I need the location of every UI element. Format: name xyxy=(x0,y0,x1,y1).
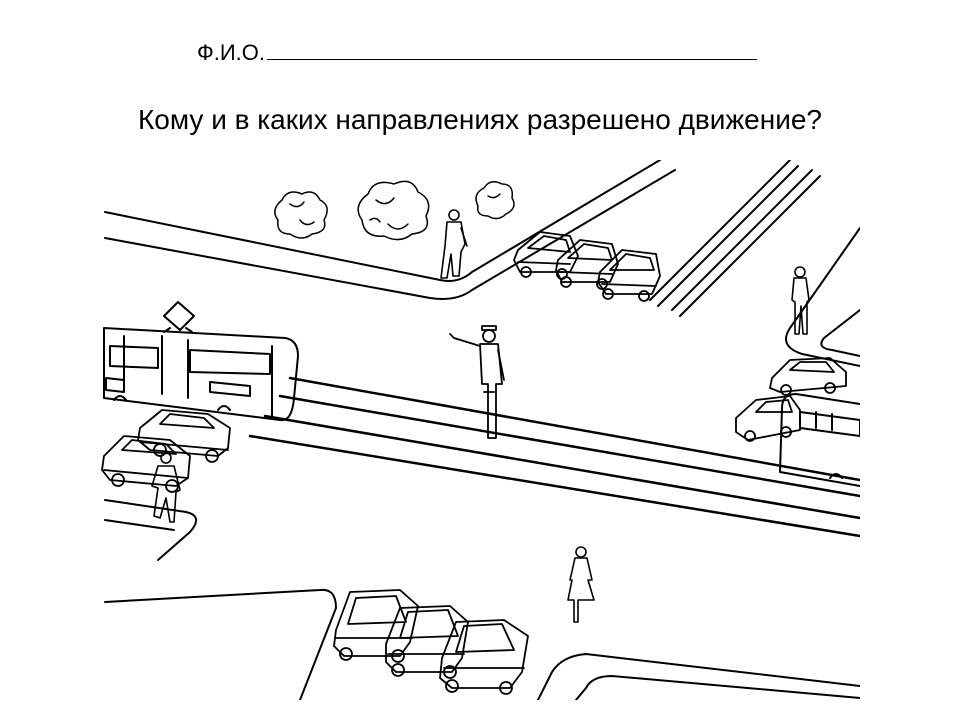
traffic-officer xyxy=(450,326,504,438)
name-field-label: Ф.И.О. xyxy=(197,40,265,65)
car-left-upper xyxy=(138,410,230,462)
question-heading: Кому и в каких направлениях разрешено дв… xyxy=(137,104,822,135)
tree-icon xyxy=(476,182,514,219)
tree-icon xyxy=(358,181,429,239)
tram-rails xyxy=(250,378,860,536)
name-field: Ф.И.О. xyxy=(197,40,757,66)
tree-icon xyxy=(275,192,327,238)
name-blank-line xyxy=(267,41,757,60)
car-right-lower xyxy=(736,396,800,441)
parked-car xyxy=(598,250,660,301)
car-left-lower xyxy=(102,436,190,492)
pedestrian-bottom xyxy=(568,547,594,622)
intersection-illustration xyxy=(100,160,860,700)
pedestrian-top xyxy=(441,210,467,278)
parked-car-bottom xyxy=(386,606,468,678)
parked-car-bottom xyxy=(440,620,528,694)
tram-left xyxy=(104,302,298,420)
car-right-upper xyxy=(770,358,846,395)
side-rails xyxy=(650,160,820,316)
pedestrian-right xyxy=(792,267,809,334)
parked-car-bottom xyxy=(334,590,418,662)
curbs xyxy=(105,160,860,700)
